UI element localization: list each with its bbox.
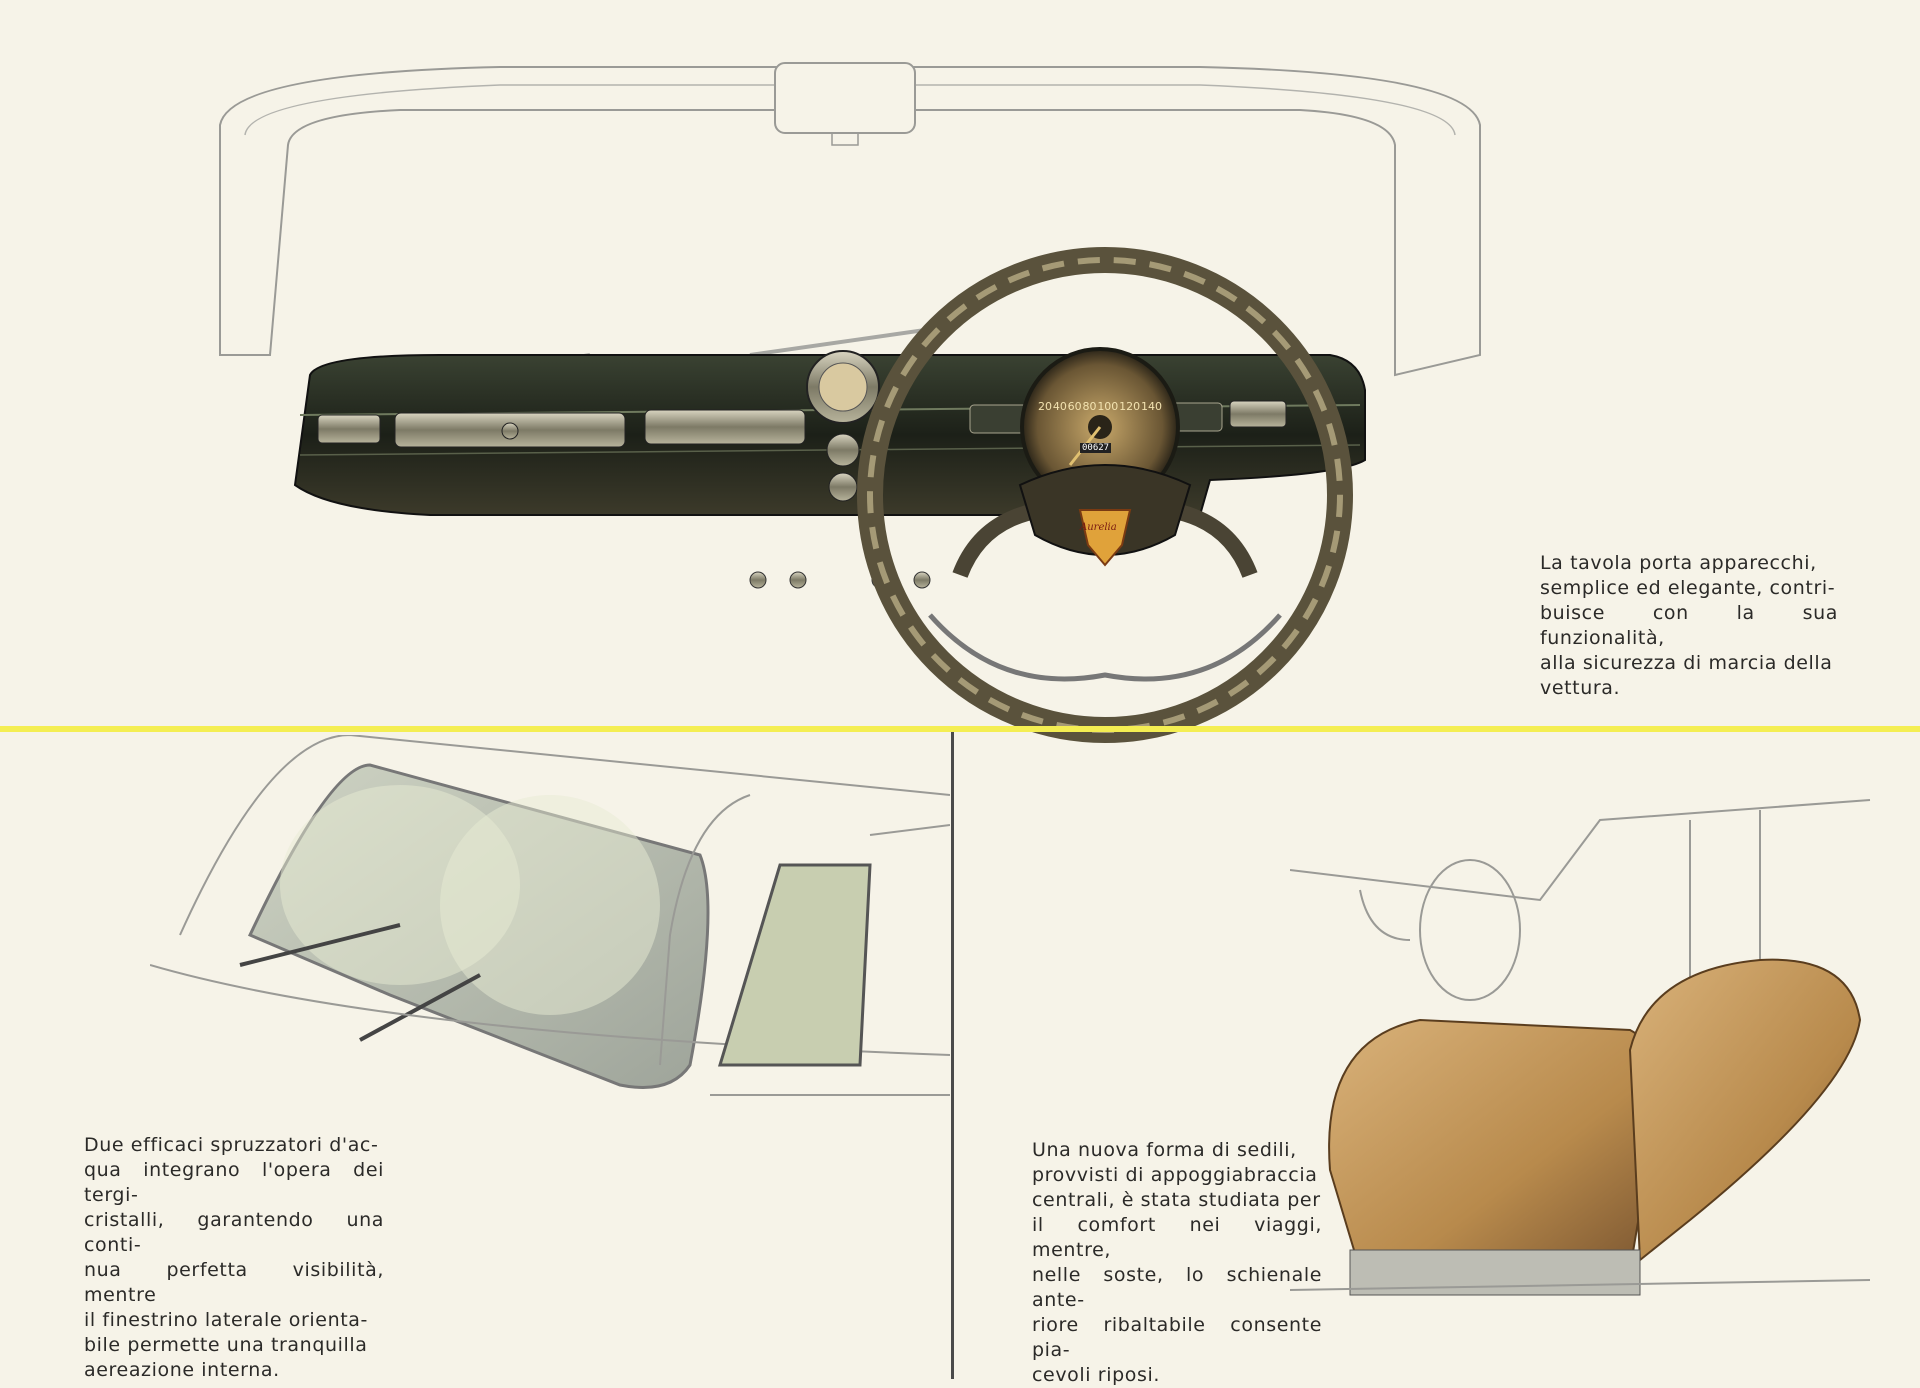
caption-seats: Una nuova forma di sedili, provvisti di … xyxy=(1032,1139,1322,1386)
caption-dashboard: La tavola porta apparecchi, semplice ed … xyxy=(1540,552,1838,699)
speed-tick-40: 40 xyxy=(1052,400,1067,413)
speed-tick-80: 80 xyxy=(1082,400,1097,413)
speed-tick-120: 120 xyxy=(1119,400,1141,413)
odometer: 00627 xyxy=(1080,443,1112,453)
speed-tick-20: 20 xyxy=(1038,400,1052,413)
speed-tick-60: 60 xyxy=(1067,400,1082,413)
wipers-drawing xyxy=(150,735,950,1096)
speedometer-ticks: 20 40 60 80 100 120 140 xyxy=(1038,400,1162,413)
divider-vertical xyxy=(951,732,954,1379)
seat-illustration xyxy=(1290,790,1890,1320)
caption-wipers: Due efficaci spruzzatori d'ac- qua integ… xyxy=(84,1134,384,1381)
seat-drawing xyxy=(1290,799,1871,1296)
windshield-wipers-illustration xyxy=(150,735,950,1135)
steering-badge: Aurelia xyxy=(1080,522,1117,533)
dashboard-drawing xyxy=(219,62,1481,743)
speed-tick-100: 100 xyxy=(1097,400,1119,413)
dashboard-illustration: 20 40 60 80 100 120 140 00627 Aurelia xyxy=(200,55,1490,805)
speed-tick-140: 140 xyxy=(1140,400,1162,413)
divider-horizontal xyxy=(0,726,1920,732)
